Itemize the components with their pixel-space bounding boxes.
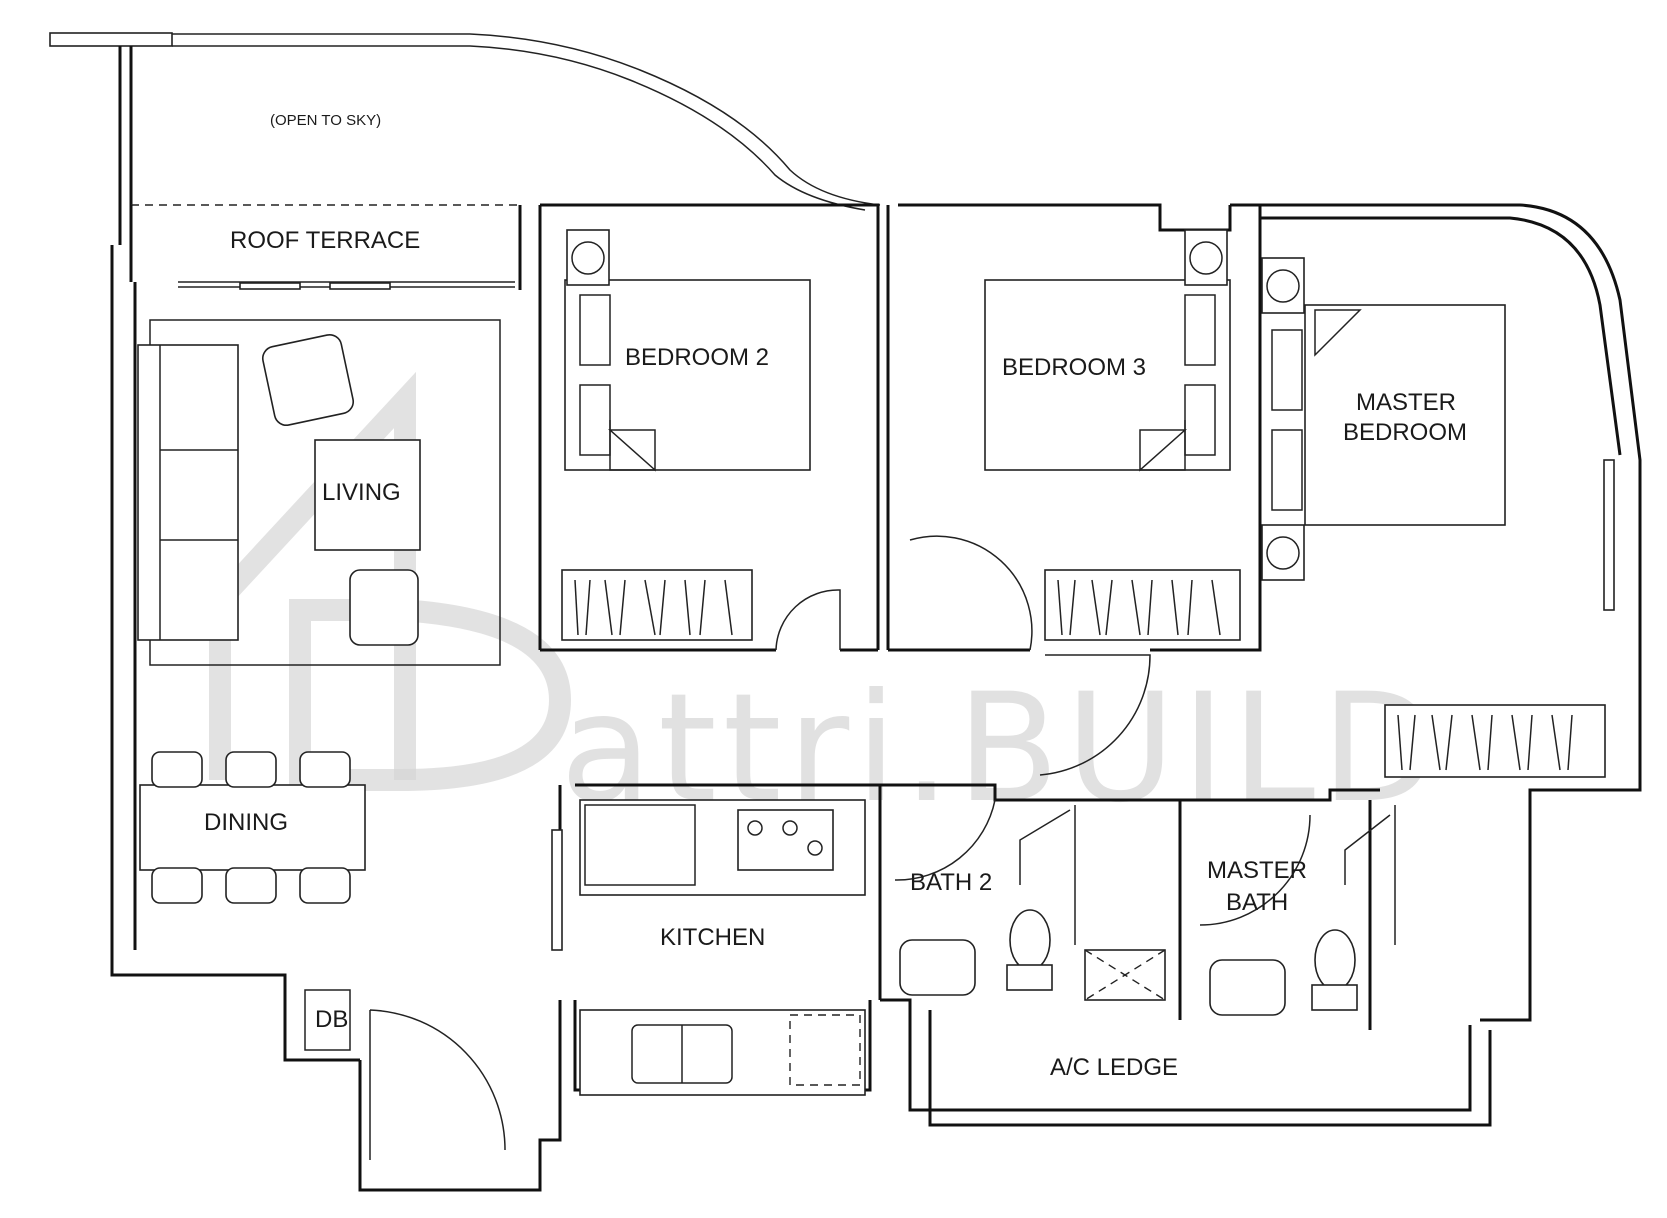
label-master-bedroom-1: MASTER	[1356, 389, 1456, 416]
label-roof-terrace: ROOF TERRACE	[230, 227, 420, 254]
label-bedroom-2: BEDROOM 2	[625, 344, 769, 371]
label-open-to-sky: (OPEN TO SKY)	[270, 112, 381, 129]
master-bedroom-furniture	[1261, 257, 1615, 778]
watermark-logo: attri.BUILD	[209, 371, 1437, 836]
label-master-bedroom-2: BEDROOM	[1343, 419, 1467, 446]
master-bath-fixtures	[1199, 805, 1396, 1016]
living-furniture	[137, 319, 501, 666]
label-master-bath-2: BATH	[1226, 889, 1288, 916]
label-bedroom-3: BEDROOM 3	[1002, 354, 1146, 381]
bedroom-2-furniture	[561, 229, 841, 651]
roof-terrace-area	[49, 32, 881, 290]
label-ac-ledge: A/C LEDGE	[1050, 1054, 1178, 1081]
label-bath-2: BATH 2	[910, 869, 992, 896]
label-kitchen: KITCHEN	[660, 924, 765, 951]
dining-furniture	[139, 751, 366, 904]
label-dining: DINING	[204, 809, 288, 836]
room-labels: (OPEN TO SKY) ROOF TERRACE BEDROOM 2 BED…	[204, 112, 1467, 1081]
bath-2-fixtures	[894, 799, 1166, 1001]
label-db: DB	[315, 1006, 348, 1033]
label-living: LIVING	[322, 479, 401, 506]
bedroom-3-furniture	[909, 229, 1241, 776]
label-master-bath-1: MASTER	[1207, 857, 1307, 884]
kitchen-fixtures	[551, 799, 866, 1096]
entrance-and-db	[304, 989, 506, 1160]
